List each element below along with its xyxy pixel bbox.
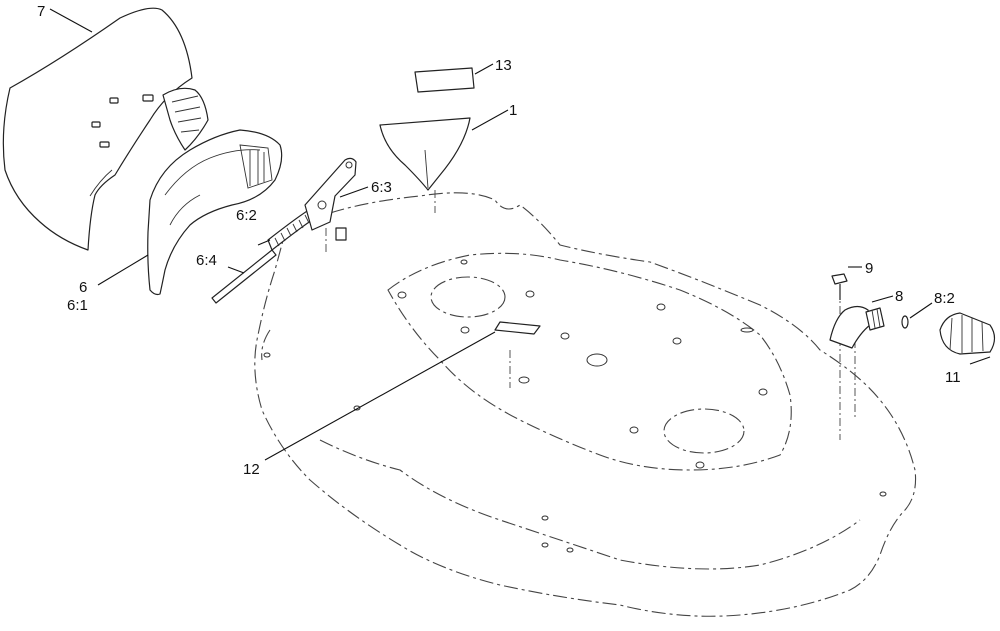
callout-labels: 7 13 1 6:3 6:2 6:4 6 6:1 9 8 8:2 11 12 [37, 3, 961, 478]
callout-11: 11 [945, 369, 961, 386]
mower-deck [254, 192, 917, 617]
part-1-cover-plate [379, 117, 471, 191]
callout-6-3: 6:3 [371, 179, 392, 196]
assembly-axis-lines [325, 190, 856, 440]
callout-6-1: 6:1 [67, 297, 88, 314]
part-8-fitting [829, 305, 885, 349]
part-6-4-rod [211, 249, 277, 304]
part-11-cap [939, 312, 996, 355]
part-6-discharge-chute [147, 129, 283, 296]
part-9-bolt [831, 273, 848, 300]
deflector-hinge-bracket [162, 87, 209, 151]
callout-6-2: 6:2 [236, 207, 257, 224]
callout-9: 9 [865, 260, 873, 277]
part-13-decal [414, 67, 475, 93]
part-12-decal [494, 321, 541, 335]
callout-7: 7 [37, 3, 45, 20]
callout-leaders [49, 8, 991, 461]
callout-8-2: 8:2 [934, 290, 955, 307]
callout-1: 1 [509, 102, 517, 119]
part-8-2-o-ring [901, 315, 909, 329]
callout-6-4: 6:4 [196, 252, 217, 269]
callout-8: 8 [895, 288, 903, 305]
callout-13: 13 [495, 57, 512, 74]
callout-12: 12 [243, 461, 260, 478]
callout-6: 6 [79, 279, 87, 296]
part-7-deflector-shield [2, 7, 193, 251]
part-6-3-bracket [304, 157, 357, 241]
part-6-2-spring [257, 207, 316, 251]
